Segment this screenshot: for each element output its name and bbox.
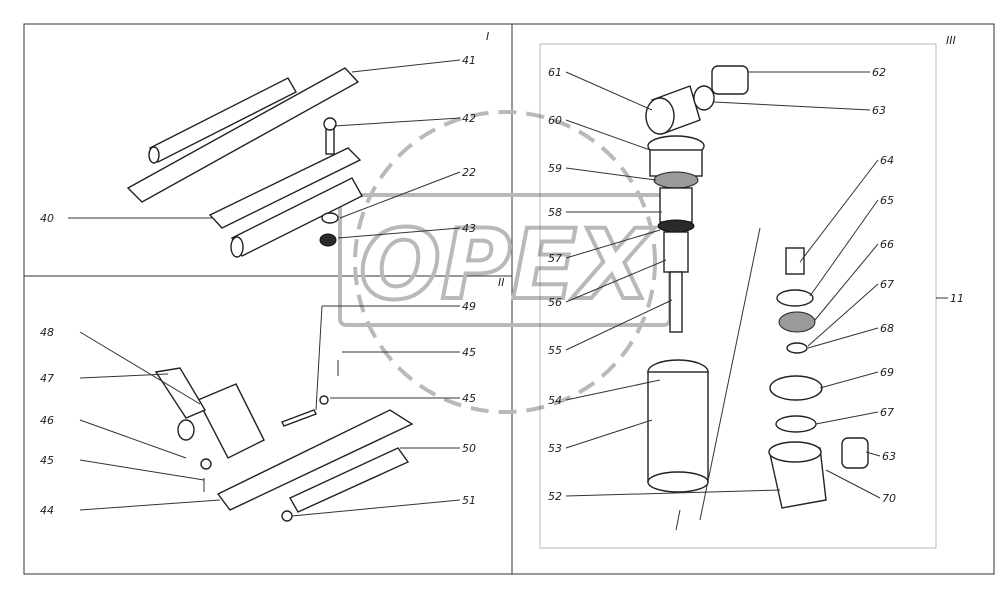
callout-66: 66 (880, 238, 894, 251)
ring-57 (657, 219, 695, 233)
callout-52: 52 (548, 490, 562, 503)
callout-64: 64 (880, 154, 894, 167)
section-label-1: I (486, 30, 489, 43)
callout-56: 56 (548, 296, 562, 309)
callout-41: 41 (462, 54, 476, 67)
lever-plate (197, 383, 265, 459)
callout-46: 46 (40, 414, 54, 427)
watermark-logo: OPEX (338, 110, 672, 414)
callout-60: 60 (548, 114, 562, 127)
callout-62: 62 (872, 66, 886, 79)
pin (281, 409, 317, 427)
washer-68 (786, 342, 808, 354)
spindle-55 (669, 271, 683, 333)
toothed-rack (216, 409, 414, 511)
callout-44: 44 (40, 504, 54, 517)
callout-45-lower: 45 (40, 454, 54, 467)
nut-59 (653, 171, 699, 189)
callout-50: 50 (462, 442, 476, 455)
section-label-3: III (946, 34, 956, 47)
body-58 (659, 187, 693, 223)
leader-lines (68, 59, 881, 517)
callout-43: 43 (462, 222, 476, 235)
washer (321, 212, 339, 224)
washer-46 (200, 458, 212, 470)
callout-57: 57 (548, 252, 562, 265)
callout-55: 55 (548, 344, 562, 357)
callout-49: 49 (462, 300, 476, 313)
callout-51: 51 (462, 494, 476, 507)
watermark-text: OPEX (359, 209, 655, 321)
sleeve (711, 65, 749, 95)
callout-22: 22 (462, 166, 476, 179)
callout-labels: 41 42 40 22 43 49 48 47 45 45 46 45 44 5… (40, 54, 964, 517)
callout-63: 63 (872, 104, 886, 117)
plug-63 (841, 437, 869, 469)
ring-63 (693, 85, 715, 111)
callout-42: 42 (462, 112, 476, 125)
end-stop (281, 510, 293, 522)
callout-65: 65 (880, 194, 894, 207)
flow-line (675, 227, 761, 531)
housing-53 (647, 371, 709, 483)
callout-59: 59 (548, 162, 562, 175)
callout-67: 67 (880, 278, 894, 291)
section-1-parts (126, 67, 363, 258)
callout-53: 53 (548, 442, 562, 455)
small-washer (319, 395, 329, 405)
section-3-parts (539, 43, 937, 549)
ring-65 (776, 289, 814, 307)
seat-66 (778, 311, 816, 333)
outer-frame (23, 23, 995, 575)
callout-47: 47 (40, 372, 54, 385)
callout-45-upper: 45 (462, 346, 476, 359)
guide-channel (289, 447, 410, 513)
callout-69: 69 (880, 366, 894, 379)
lever-handle (154, 367, 207, 419)
channel-bracket (126, 67, 360, 203)
section-2-parts (154, 360, 414, 522)
oring-67 (775, 415, 817, 433)
nut (319, 233, 337, 247)
spring-coil (177, 419, 195, 441)
assembly-outline (539, 43, 937, 549)
callout-70: 70 (882, 492, 896, 505)
callout-54: 54 (548, 394, 562, 407)
callout-45-middle: 45 (462, 392, 476, 405)
callout-48: 48 (40, 326, 54, 339)
nut-69 (769, 375, 823, 401)
stem-56 (663, 231, 689, 273)
callout-58: 58 (548, 206, 562, 219)
section-label-2: II (498, 276, 505, 289)
spring-64 (785, 247, 805, 275)
long-channel (208, 147, 362, 229)
callout-40: 40 (40, 212, 54, 225)
callout-63-lower: 63 (882, 450, 896, 463)
callout-11: 11 (950, 292, 964, 305)
callout-68: 68 (880, 322, 894, 335)
callout-61: 61 (548, 66, 562, 79)
callout-67-lower: 67 (880, 406, 894, 419)
